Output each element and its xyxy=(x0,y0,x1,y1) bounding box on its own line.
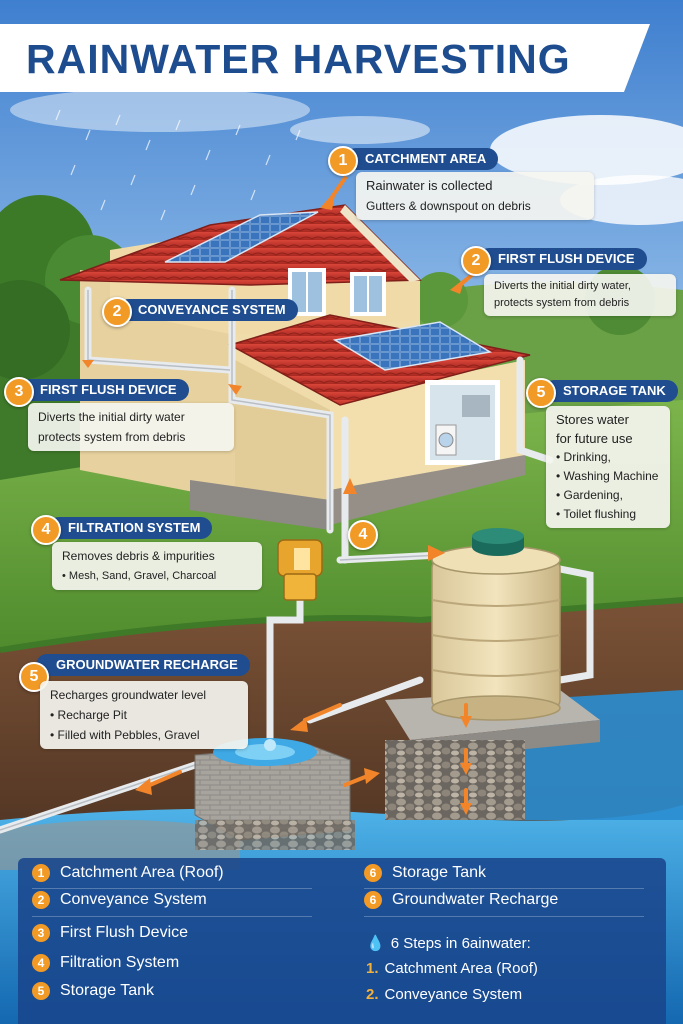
callout-groundwater-card: Recharges groundwater level • Recharge P… xyxy=(40,681,248,749)
callout-groundwater-title: GROUNDWATER RECHARGE xyxy=(36,654,250,676)
callout-catchment-line-2: Gutters & downspout on debris xyxy=(366,199,531,213)
legend-item-1-num: 1 xyxy=(32,864,50,882)
callout-storage-line-1: Stores water xyxy=(556,412,629,427)
callout-catchment-line-1: Rainwater is collected xyxy=(366,178,493,193)
callout-first-flush-left-badge: 3 xyxy=(4,377,34,407)
callout-filtration-line-1: Removes debris & impurities xyxy=(62,549,215,563)
legend-divider xyxy=(364,916,644,917)
callout-first-flush-right-badge: 2 xyxy=(461,246,491,276)
callout-storage-badge: 5 xyxy=(526,378,556,408)
callout-filtration-badge: 4 xyxy=(31,515,61,545)
legend-item-6a: 6 Storage Tank xyxy=(364,864,486,882)
legend-item-4-label: Filtration System xyxy=(60,954,180,972)
legend-item-6a-label: Storage Tank xyxy=(392,864,486,882)
steps-heading-text: 6 Steps in 6ainwater: xyxy=(390,935,531,952)
page-title: RAINWATER HARVESTING xyxy=(26,36,571,82)
callout-first-flush-right-title: FIRST FLUSH DEVICE xyxy=(478,248,647,270)
legend-item-5-label: Storage Tank xyxy=(60,982,154,1000)
legend-item-1: 1 Catchment Area (Roof) xyxy=(32,864,224,882)
callout-first-flush-left-title: FIRST FLUSH DEVICE xyxy=(20,379,189,401)
legend-item-1-label: Catchment Area xyxy=(60,864,175,882)
callout-first-flush-left-line-1: Diverts the initial dirty water xyxy=(38,410,185,424)
callout-first-flush-left-line-2: protects system from debris xyxy=(38,430,186,444)
title-banner xyxy=(0,24,650,92)
callout-first-flush-right-card: Diverts the initial dirty water, protect… xyxy=(484,274,676,316)
callout-catchment-title: CATCHMENT AREA xyxy=(345,148,499,170)
legend-item-2-num: 2 xyxy=(32,891,50,909)
water-drop-icon: 💧 xyxy=(366,935,385,952)
legend-item-4: 4 Filtration System xyxy=(32,954,179,972)
filter-marker-badge: 4 xyxy=(348,520,378,550)
legend-item-3-label: First Flush Device xyxy=(60,924,189,942)
callout-storage-card: Stores water for future use • Drinking, … xyxy=(546,406,670,528)
callout-filtration-card: Removes debris & impurities • Mesh, Sand… xyxy=(52,542,262,590)
callout-catchment-badge: 1 xyxy=(328,146,358,176)
steps-heading: 💧 6 Steps in 6ainwater: xyxy=(366,934,531,952)
callout-catchment-card: Rainwater is collected Gutters & downspo… xyxy=(356,172,594,220)
legend-item-5: 5 Storage Tank xyxy=(32,982,154,1000)
callout-storage-line-4: • Washing Machine xyxy=(556,469,659,483)
callout-storage-title: STORAGE TANK xyxy=(543,380,678,402)
callout-conveyance-badge: 2 xyxy=(102,297,132,327)
callout-first-flush-right-line-1: Diverts the initial dirty water, xyxy=(494,280,631,292)
step-item-2-num: 2. xyxy=(366,986,379,1003)
callout-first-flush-right-line-2: protects system from debris xyxy=(494,297,630,309)
step-item-2-label: Conveyance System xyxy=(384,986,523,1003)
callout-groundwater-line-2: • Recharge Pit xyxy=(50,708,127,722)
callout-groundwater-line-3: • Filled with Pebbles, Gravel xyxy=(50,728,200,742)
step-item-1-label: Catchment Area (Roof) xyxy=(384,960,538,977)
callout-storage-line-2: for future use xyxy=(556,431,633,446)
step-item-1: 1. Catchment Area (Roof) xyxy=(366,960,538,977)
callout-conveyance-title: CONVEYANCE SYSTEM xyxy=(118,299,298,321)
legend-item-3: 3 First Flush Device xyxy=(32,924,188,942)
legend-item-1-suffix: (Roof) xyxy=(174,864,224,882)
step-item-1-num: 1. xyxy=(366,960,379,977)
legend-divider xyxy=(32,916,312,917)
callout-groundwater-badge: 5 xyxy=(19,662,49,692)
legend-divider xyxy=(32,888,312,889)
legend-item-3-num: 3 xyxy=(32,924,50,942)
callout-storage-line-3: • Drinking, xyxy=(556,450,611,464)
callout-filtration-title: FILTRATION SYSTEM xyxy=(48,517,213,539)
legend-item-6b-num: 6 xyxy=(364,891,382,909)
legend-item-6a-num: 6 xyxy=(364,864,382,882)
legend-item-6b: 6 Groundwater Recharge xyxy=(364,891,558,909)
legend-divider xyxy=(364,888,644,889)
legend-item-4-num: 4 xyxy=(32,954,50,972)
callout-filtration-line-2: • Mesh, Sand, Gravel, Charcoal xyxy=(62,570,217,582)
legend-item-6b-label: Groundwater Recharge xyxy=(392,891,559,909)
callout-storage-line-5: • Gardening, xyxy=(556,488,623,502)
legend-item-5-num: 5 xyxy=(32,982,50,1000)
callout-first-flush-left-card: Diverts the initial dirty water protects… xyxy=(28,403,234,451)
callout-groundwater-line-1: Recharges groundwater level xyxy=(50,688,207,702)
step-item-2: 2. Conveyance System xyxy=(366,986,522,1003)
legend-item-2: 2 Conveyance System xyxy=(32,891,207,909)
callout-storage-line-6: • Toilet flushing xyxy=(556,507,637,521)
legend-item-2-label: Conveyance System xyxy=(60,891,207,909)
